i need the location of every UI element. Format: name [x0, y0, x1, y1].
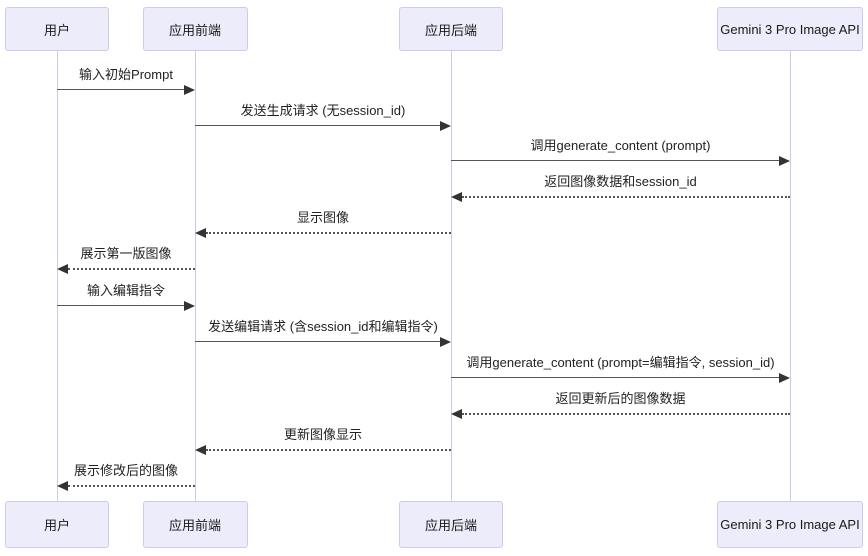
arrowhead-icon — [451, 191, 462, 202]
arrowhead-icon — [451, 408, 462, 419]
arrowhead-icon — [440, 336, 451, 347]
lifeline-frontend — [195, 51, 196, 501]
message-line-dashed — [462, 413, 790, 415]
arrowhead-icon — [57, 480, 68, 491]
message-label: 输入编辑指令 — [86, 283, 165, 298]
arrowhead-icon — [184, 300, 195, 311]
message-label: 展示第一版图像 — [80, 246, 172, 261]
message-label: 发送生成请求 (无session_id) — [240, 103, 406, 118]
message-label: 展示修改后的图像 — [73, 463, 178, 478]
arrowhead-icon — [440, 120, 451, 131]
message-label: 调用generate_content (prompt=编辑指令, session… — [466, 355, 775, 370]
message-line-dashed — [206, 449, 451, 451]
actor-box-top-frontend: 应用前端 — [142, 7, 248, 51]
actor-box-bottom-gemini: Gemini 3 Pro Image API — [717, 501, 863, 548]
lifeline-gemini — [790, 51, 791, 501]
message-line-solid — [195, 341, 440, 342]
actor-box-top-user: 用户 — [5, 7, 109, 51]
message-label: 返回图像数据和session_id — [544, 174, 697, 189]
message-line-dashed — [462, 196, 790, 198]
message-line-solid — [451, 160, 779, 161]
message-label: 返回更新后的图像数据 — [555, 391, 686, 406]
lifeline-user — [57, 51, 58, 501]
message-line-solid — [57, 305, 184, 306]
actor-box-top-backend: 应用后端 — [399, 7, 503, 51]
lifeline-backend — [451, 51, 452, 501]
message-line-solid — [57, 89, 184, 90]
message-line-solid — [195, 125, 440, 126]
actor-box-bottom-backend: 应用后端 — [399, 501, 503, 548]
message-label: 更新图像显示 — [283, 427, 362, 442]
arrowhead-icon — [195, 444, 206, 455]
message-line-solid — [451, 377, 779, 378]
arrowhead-icon — [779, 155, 790, 166]
message-label: 显示图像 — [296, 210, 349, 225]
message-line-dashed — [206, 232, 451, 234]
actor-box-top-gemini: Gemini 3 Pro Image API — [717, 7, 863, 51]
arrowhead-icon — [57, 263, 68, 274]
message-line-dashed — [68, 268, 195, 270]
actor-box-bottom-frontend: 应用前端 — [142, 501, 248, 548]
actor-box-bottom-user: 用户 — [5, 501, 109, 548]
message-label: 输入初始Prompt — [79, 67, 173, 82]
arrowhead-icon — [184, 84, 195, 95]
message-label: 调用generate_content (prompt) — [530, 138, 711, 153]
arrowhead-icon — [779, 372, 790, 383]
message-label: 发送编辑请求 (含session_id和编辑指令) — [208, 319, 438, 334]
arrowhead-icon — [195, 227, 206, 238]
message-line-dashed — [68, 485, 195, 487]
